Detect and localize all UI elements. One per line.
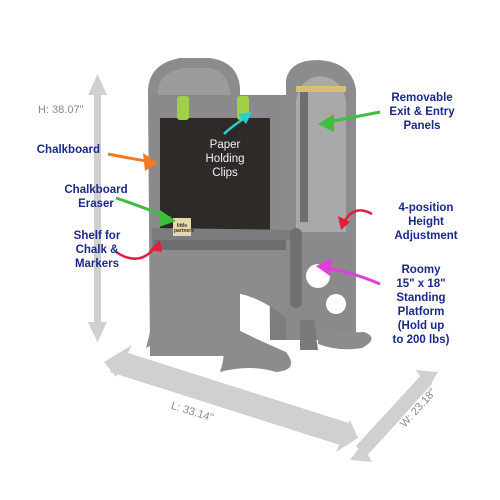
chalkboard-eraser-label: Chalkboard Eraser: [64, 184, 128, 210]
width-dimension-line: [350, 370, 438, 462]
platform-arrow: [316, 258, 381, 286]
height-adjustment-arrow: [338, 209, 373, 230]
chalkboard-eraser: [173, 218, 191, 236]
learning-tower: [146, 58, 372, 372]
paper-clips-label: Paper Holding Clips: [205, 139, 245, 179]
height-dimension-label: H: 38.07": [38, 104, 84, 116]
shelf-arrow: [115, 240, 162, 260]
chalkboard-surface: [160, 118, 270, 234]
panels-arrow: [318, 110, 381, 132]
chalkboard-arrow: [107, 152, 158, 171]
standing-platform-label: Roomy 15" x 18" Standing Platform (Hold …: [392, 264, 450, 346]
brand-badge: little partners: [174, 223, 195, 234]
removable-panels-label: Removable Exit & Entry Panels: [389, 92, 455, 132]
chalkboard-label: Chalkboard: [36, 144, 100, 156]
paper-clip-left: [177, 96, 189, 120]
height-adjustment-label: 4-position Height Adjustment: [394, 202, 458, 242]
eraser-arrow: [115, 196, 176, 227]
side-hole: [326, 294, 346, 314]
shelf-label: Shelf for Chalk & Markers: [73, 230, 121, 270]
length-dimension-line: [104, 345, 358, 452]
clips-arrow: [223, 112, 252, 135]
height-dimension-line: [88, 74, 107, 342]
